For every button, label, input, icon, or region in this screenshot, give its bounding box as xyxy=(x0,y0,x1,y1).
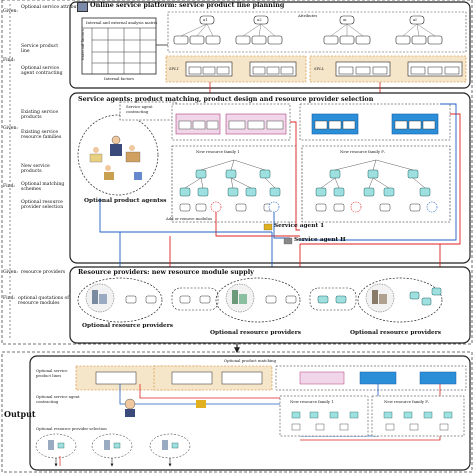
p1-find-text2: Optional service agent contracting xyxy=(21,66,63,77)
spl-label-l: SPLL xyxy=(314,66,325,71)
output-frame xyxy=(1,351,473,473)
attr-node-2: a2 xyxy=(257,17,262,22)
agent1-label: Service agent 1 xyxy=(274,223,325,229)
attributes-label: Attributes xyxy=(298,13,318,18)
output-matching-label: Optional product matching xyxy=(224,358,277,363)
p3-find-text: optional quotations of resource modules xyxy=(18,296,69,307)
provider-caption-3: Optional resource providers xyxy=(350,330,442,336)
output-family-f: New resource family Fᵢ xyxy=(384,399,429,404)
agenth-icon xyxy=(283,237,293,245)
output-agent-icons xyxy=(124,398,206,417)
modulus-label: Add or remove modulus xyxy=(166,216,213,221)
p1-given-text: Optional service attributes xyxy=(21,5,84,10)
p3-find-label: Find: xyxy=(3,296,16,301)
p2-find-label: Find: xyxy=(3,184,16,189)
stage-frame xyxy=(1,0,473,345)
agent-people-icon xyxy=(89,135,142,180)
output-family-1: New resource family 1 xyxy=(290,399,334,404)
output-row3: Optional resource provider selection xyxy=(36,426,107,431)
p1-find-text1: Service product line xyxy=(21,44,59,55)
matrix-bottom-label: Internal factors xyxy=(104,76,135,81)
attr-node-1: a1 xyxy=(203,17,208,22)
p3-given-text: resource providers xyxy=(21,270,66,275)
p3-given-label: Given: xyxy=(3,270,18,275)
family-f-label: New resource family Fᵢ xyxy=(340,149,385,154)
p2-given-label: Given: xyxy=(3,126,18,131)
p2-find-text2: Optional matching schemes xyxy=(21,182,65,193)
attr-node-last: aI xyxy=(413,17,417,22)
attr-node-i: ai xyxy=(343,17,347,22)
agenth-label: Service agent H xyxy=(294,237,346,243)
panel2-title: Service agents: product matching, produc… xyxy=(78,95,374,103)
output-row2: Optional service agent contracting xyxy=(36,394,80,404)
p1-find-label: Find: xyxy=(3,58,16,63)
family-1-label: New resource family 1 xyxy=(196,149,240,154)
contracting-label: Service agent contracting xyxy=(126,104,153,114)
agent1-icon xyxy=(263,223,273,231)
platform-icon xyxy=(77,2,88,12)
output-row1: Optional service product lines xyxy=(36,368,68,378)
p2-find-text1: New service products xyxy=(21,164,50,175)
analysis-matrix xyxy=(81,17,157,75)
panel3-title: Resource providers: new resource module … xyxy=(78,268,254,276)
p2-given-text2: Existing service resource families xyxy=(21,130,62,141)
p1-given-label: Given: xyxy=(3,9,18,14)
p2-given-text1: Existing service products xyxy=(21,110,59,121)
attribute-nodes xyxy=(199,15,425,25)
resource-modules xyxy=(179,169,431,197)
provider-caption-2: Optional resource providers xyxy=(210,330,302,336)
matrix-side-label: External factors xyxy=(80,28,85,60)
p2-find-text3: Optional resource provider selection xyxy=(21,200,64,211)
factory-icons xyxy=(92,290,387,304)
spl-label-1: SPL1 xyxy=(169,66,180,71)
panel1-title: Online service platform: service product… xyxy=(90,1,285,9)
matrix-title: Internal and external analysis matrix xyxy=(86,20,158,25)
output-label: Output xyxy=(4,409,36,419)
agents-caption: Optional product agentss xyxy=(84,198,167,204)
provider-caption-1: Optional resource providers xyxy=(82,323,174,329)
